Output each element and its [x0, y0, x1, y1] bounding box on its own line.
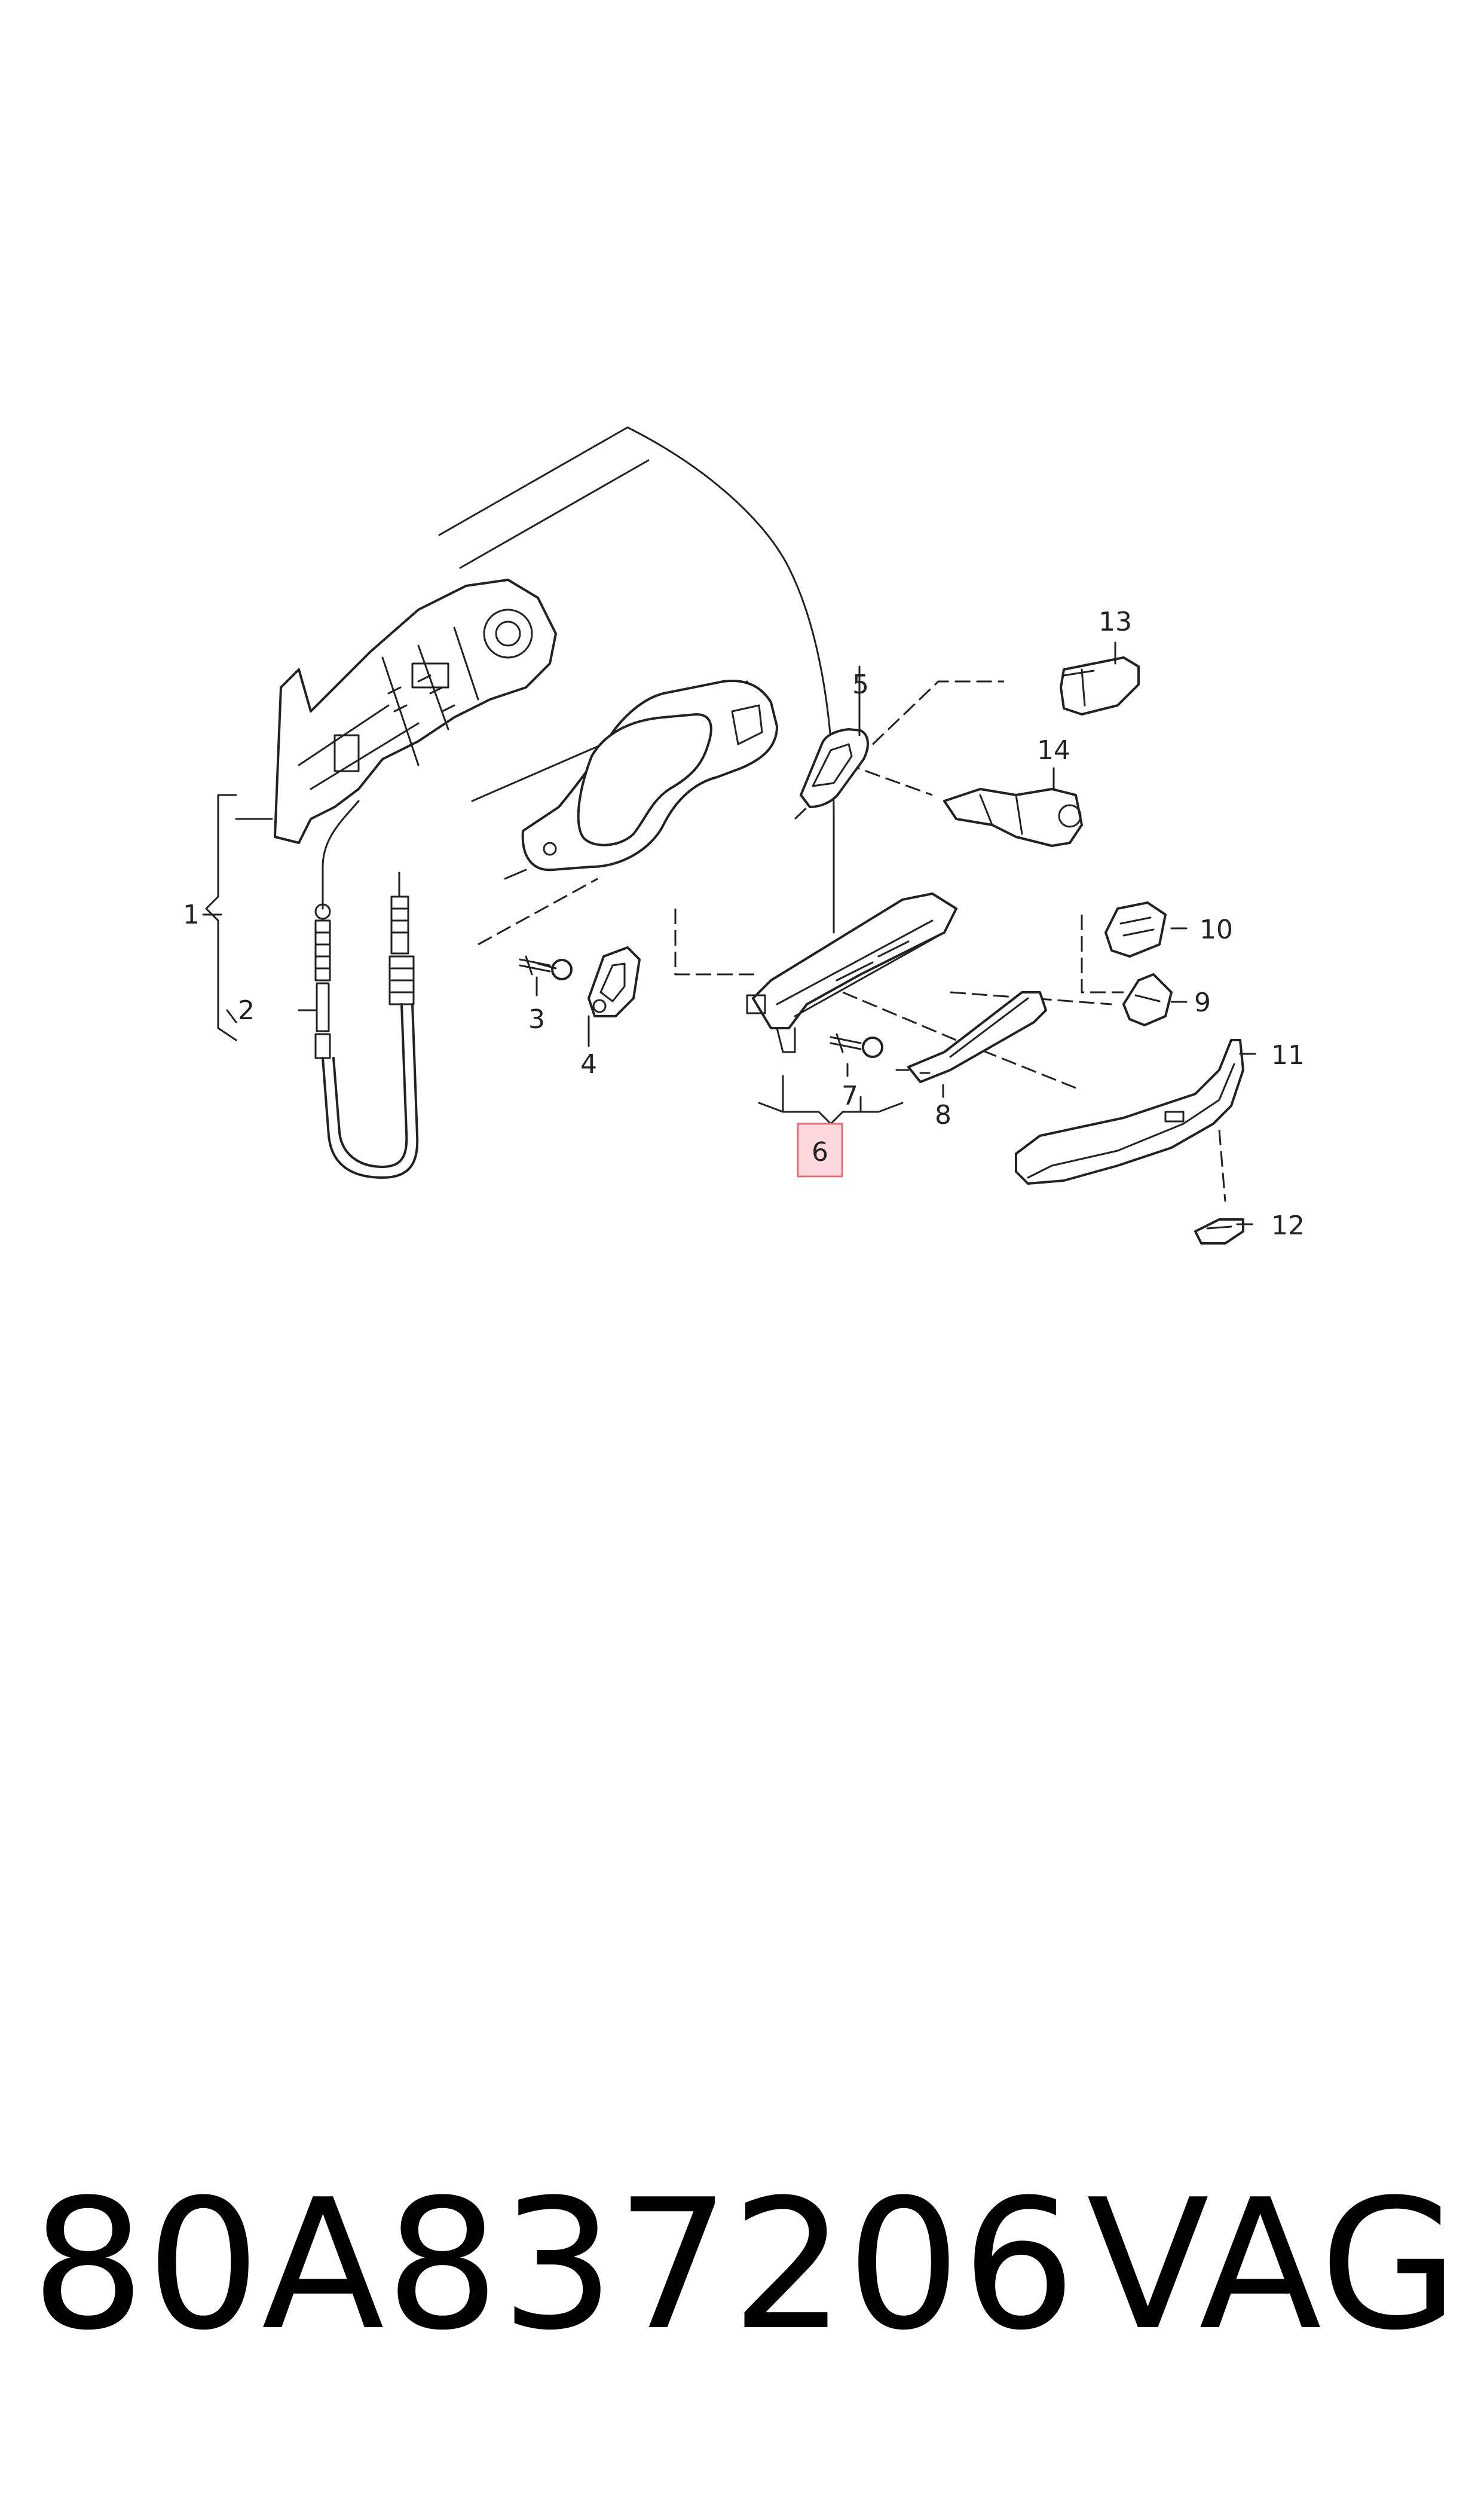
- outer-handle-part-11: [1015, 1039, 1244, 1185]
- insert-part-8: [895, 991, 1047, 1083]
- screw-part-3: [519, 955, 573, 980]
- callout-9: 9: [1194, 988, 1211, 1018]
- part-number-text: 80A837206: [31, 2161, 1078, 2370]
- callout-3: 3: [528, 1004, 545, 1035]
- callout-13: 13: [1099, 607, 1132, 637]
- callout-14: 14: [1037, 735, 1070, 766]
- callout-2: 2: [238, 995, 255, 1026]
- brand-text: VAG: [1087, 2161, 1460, 2370]
- dashed-leader-lines: [478, 680, 1226, 1202]
- cable-part-2: [226, 800, 419, 1179]
- callout-6: 6: [812, 1137, 828, 1167]
- seal-part-5: [800, 728, 869, 808]
- cover-part-10: [1104, 901, 1167, 958]
- lock-mechanism-part-1: [274, 579, 557, 844]
- small-clip-part-12: [1194, 1218, 1244, 1245]
- handle-carrier-part-6: [746, 892, 957, 1053]
- callout-4: 4: [580, 1049, 597, 1080]
- handle-recess-panel: [521, 680, 778, 872]
- callout-10: 10: [1200, 915, 1233, 945]
- callout-12: 12: [1271, 1210, 1305, 1241]
- highlight-box-part-6: [797, 1123, 843, 1178]
- cap-part-13: [1060, 656, 1140, 716]
- callout-11: 11: [1271, 1040, 1305, 1071]
- callout-8: 8: [935, 1100, 951, 1130]
- callout-7: 7: [842, 1081, 858, 1111]
- gasket-part-4: [588, 946, 641, 1017]
- callout-labels: 1 2 3 4 5 6 7 8 9 10 11 12 13 14: [183, 607, 1305, 1241]
- callout-5: 5: [852, 669, 869, 700]
- screw-part-7: [830, 1033, 883, 1058]
- bracket-part-1: [205, 794, 273, 1041]
- callout-1: 1: [183, 900, 200, 930]
- lock-cylinder-part-14: [943, 788, 1083, 847]
- clip-part-9: [1122, 973, 1173, 1026]
